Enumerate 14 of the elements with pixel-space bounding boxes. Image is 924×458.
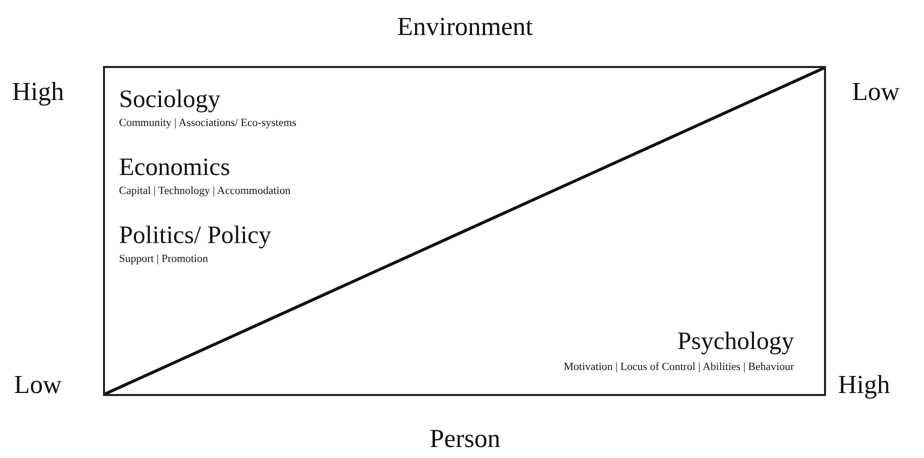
factor-list: Capital | Technology | Accommodation <box>119 184 290 198</box>
axis-label: Person <box>430 424 500 454</box>
scale-label: Low <box>14 370 62 400</box>
scale-label: Low <box>852 77 900 107</box>
category-heading: Psychology <box>677 328 794 356</box>
category-heading: Economics <box>119 154 230 182</box>
factor-list: Support | Promotion <box>119 252 208 266</box>
scale-label: High <box>838 370 890 400</box>
factor-list: Motivation | Locus of Control | Abilities | Behaviour <box>564 360 794 374</box>
axis-label: Environment <box>397 12 533 42</box>
factor-list: Community | Associations/ Eco-systems <box>119 116 296 130</box>
scale-label: High <box>12 77 64 107</box>
category-heading: Sociology <box>119 86 220 114</box>
category-heading: Politics/ Policy <box>119 222 272 250</box>
